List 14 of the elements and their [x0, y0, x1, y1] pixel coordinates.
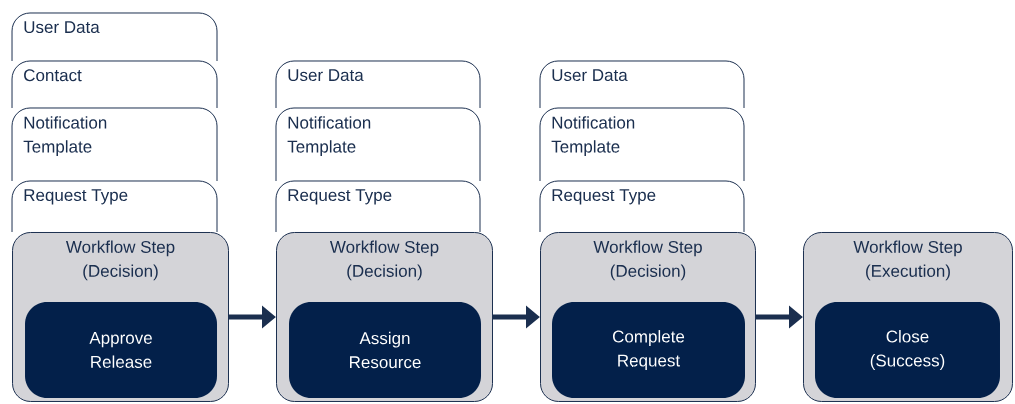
action-box: Close (Success): [815, 302, 1000, 398]
tab-card: Request Type: [275, 180, 481, 233]
tab-card: Contact: [11, 60, 218, 109]
tab-card: Request Type: [539, 180, 745, 233]
tab-card: Request Type: [11, 180, 218, 233]
tab-card: Notification Template: [539, 107, 745, 182]
action-box: Assign Resource: [289, 302, 481, 398]
action-box: Complete Request: [552, 302, 745, 398]
tab-card: User Data: [11, 12, 218, 62]
tab-card: User Data: [539, 60, 745, 109]
tab-card: Notification Template: [11, 107, 218, 182]
action-box: Approve Release: [25, 302, 217, 398]
tab-card: User Data: [275, 60, 481, 109]
tab-card: Notification Template: [275, 107, 481, 182]
